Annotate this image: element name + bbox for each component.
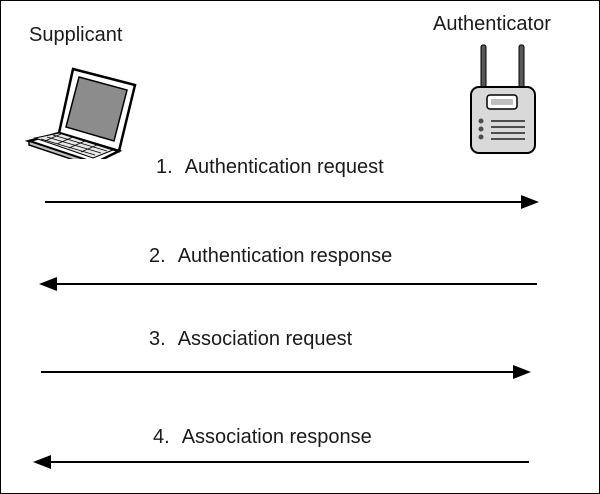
message-1-text: Authentication request: [184, 156, 384, 178]
message-2-arrow: [39, 277, 537, 291]
message-1-arrow: [45, 195, 539, 209]
message-3-label: 3. Association request: [149, 329, 352, 349]
message-3-number: 3.: [149, 328, 166, 350]
message-2-label: 2. Authentication response: [149, 246, 392, 266]
authenticator-label: Authenticator: [433, 13, 551, 35]
message-4-text: Association response: [181, 426, 372, 448]
supplicant-label: Supplicant: [29, 24, 123, 46]
message-3-text: Association request: [177, 328, 353, 350]
message-4-arrow: [33, 455, 529, 469]
message-4-label: 4. Association response: [153, 427, 372, 447]
access-point-icon: [470, 44, 536, 154]
laptop-icon: [25, 67, 137, 159]
message-2-text: Authentication response: [177, 245, 393, 267]
message-1-number: 1.: [156, 156, 173, 178]
message-2-number: 2.: [149, 245, 166, 267]
message-4-number: 4.: [153, 426, 170, 448]
message-1-label: 1. Authentication request: [156, 157, 384, 177]
message-3-arrow: [41, 365, 531, 379]
